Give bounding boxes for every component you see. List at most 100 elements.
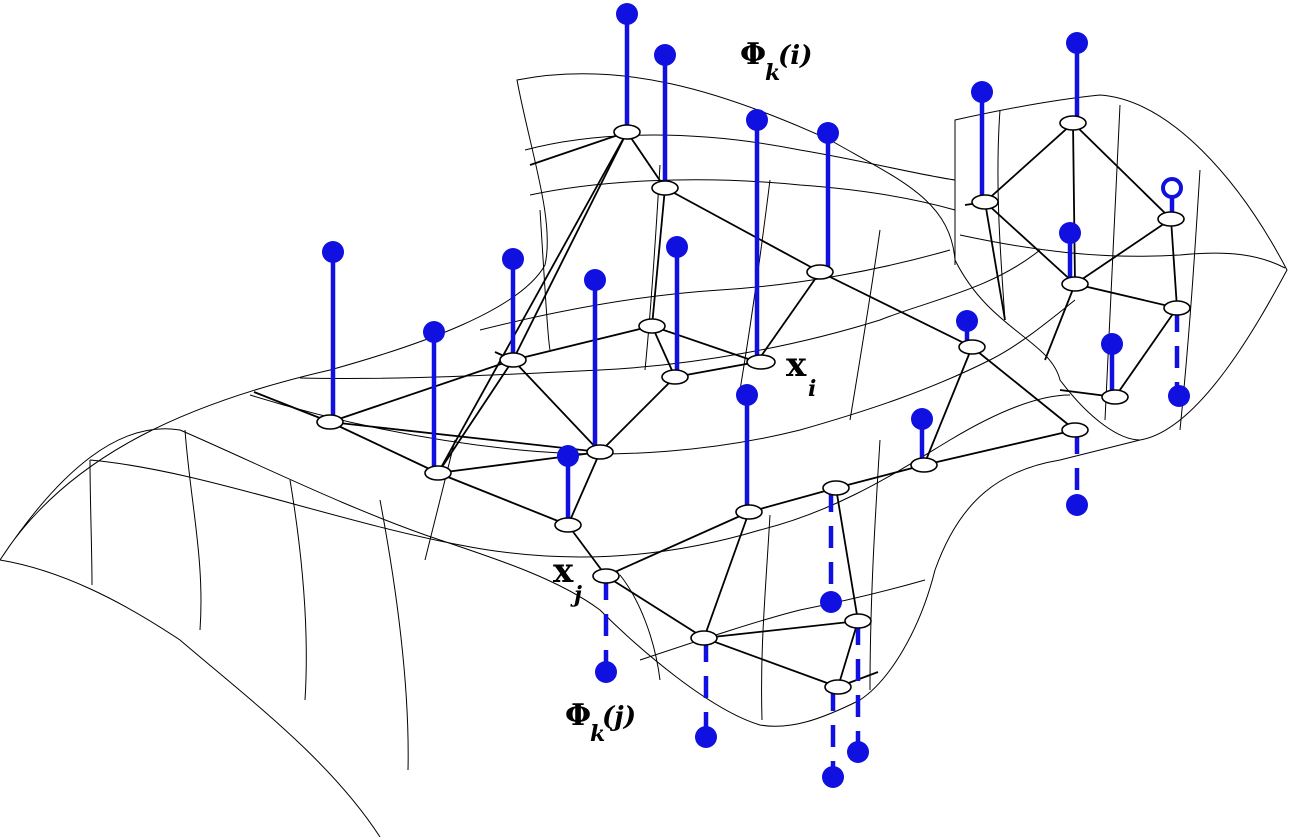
graph-node: [651, 180, 679, 196]
surface-grid-line: [1104, 104, 1121, 421]
graph-edge: [1072, 122, 1178, 310]
graph-edge: [923, 346, 973, 466]
graph-node: [661, 369, 689, 385]
graph-node: [690, 630, 718, 646]
surface-grid-line: [289, 479, 307, 701]
function-value-marker: [1066, 494, 1088, 516]
function-value-marker: [666, 236, 688, 258]
label-x-i-sub: i: [808, 376, 816, 402]
surface-grid-line: [619, 574, 661, 681]
function-value-marker: [1168, 385, 1190, 407]
graph-nodes: [316, 115, 1191, 695]
surface-grid-line: [529, 179, 956, 211]
function-value-marker-open: [1161, 177, 1183, 199]
graph-node: [1061, 276, 1089, 292]
label-phi-i-sub: k: [765, 60, 780, 86]
graph-edge: [664, 187, 1076, 431]
function-value-marker: [746, 109, 768, 131]
function-value-marker: [502, 248, 524, 270]
graph-node: [844, 613, 872, 629]
graph-edge: [835, 487, 859, 622]
surface-grid-line: [89, 459, 93, 586]
graph-edge: [605, 575, 879, 688]
graph-node: [822, 480, 850, 496]
graph-node: [499, 352, 527, 368]
function-value-stems: [330, 14, 1180, 777]
surface-grid-line: [479, 249, 951, 331]
function-value-marker: [322, 241, 344, 263]
graph-edge: [329, 325, 758, 423]
graph-node-xi: [746, 354, 776, 370]
graph-node: [1059, 115, 1087, 131]
graph-edge: [253, 391, 569, 526]
graph-node-xj: [592, 568, 620, 584]
graph-node: [971, 194, 999, 210]
surface-grid-line: [849, 229, 881, 421]
surface-grid-line: [524, 134, 956, 181]
surface-grid-line: [299, 249, 1041, 379]
surface-grid-line: [184, 429, 202, 631]
graph-node: [586, 444, 614, 460]
function-value-marker: [847, 741, 869, 763]
label-x-j: x j: [553, 551, 582, 608]
function-value-marker: [1066, 32, 1088, 54]
function-value-marker: [971, 81, 993, 103]
label-phi-j-main: Φ: [565, 698, 591, 733]
label-phi-i-main: Φ: [740, 37, 766, 72]
function-value-marker: [654, 44, 676, 66]
function-value-markers: [322, 3, 1190, 788]
graph-node: [958, 339, 986, 355]
graph-node: [316, 414, 344, 430]
graph-node: [910, 457, 938, 473]
label-phi-j-sub: k: [590, 721, 605, 747]
surface-grid-line: [639, 579, 926, 661]
label-x-i-main: x: [786, 345, 807, 385]
function-value-marker: [695, 726, 717, 748]
function-value-marker: [820, 591, 842, 613]
graph-node: [1101, 389, 1129, 405]
graph-node: [1157, 211, 1185, 227]
manifold-surface: [0, 73, 1288, 837]
label-phi-j-arg: (j): [602, 702, 636, 732]
graph-edges: [253, 121, 1178, 688]
graph-node: [824, 679, 852, 695]
surface-grid-line: [379, 499, 409, 771]
function-value-marker: [423, 321, 445, 343]
function-value-marker: [822, 766, 844, 788]
function-value-marker: [595, 661, 617, 683]
surface-outline: [0, 73, 1288, 837]
label-phi-j: Φ k (j): [565, 698, 636, 747]
graph-edge: [512, 130, 666, 361]
graph-node: [424, 465, 452, 481]
graph-edge: [567, 524, 607, 577]
surface-grid-line: [249, 299, 1076, 455]
function-value-marker: [817, 122, 839, 144]
graph-edge: [529, 131, 628, 166]
surface-grid-line: [644, 164, 661, 371]
graph-node: [735, 504, 763, 520]
graph-edge: [437, 359, 514, 474]
function-value-marker: [736, 384, 758, 406]
surface-grid-line: [424, 439, 456, 561]
function-value-marker: [911, 408, 933, 430]
graph-node: [806, 264, 834, 280]
graph-edge: [512, 359, 601, 453]
graph-node: [554, 517, 582, 533]
surface-grid-line: [539, 209, 551, 351]
graph-node: [1163, 300, 1191, 316]
function-value-marker: [956, 310, 978, 332]
label-x-i: x i: [786, 345, 816, 402]
graph-edge: [437, 131, 628, 474]
graph-edge: [651, 271, 821, 379]
surface-grid-line: [89, 394, 1071, 558]
graph-edge: [702, 511, 860, 688]
graph-edge: [605, 429, 1076, 577]
graph-node: [613, 124, 641, 140]
function-value-marker: [584, 269, 606, 291]
graph-edge: [984, 201, 1006, 321]
function-value-marker: [616, 3, 638, 25]
function-value-marker: [1101, 333, 1123, 355]
graph-node: [1061, 422, 1089, 438]
